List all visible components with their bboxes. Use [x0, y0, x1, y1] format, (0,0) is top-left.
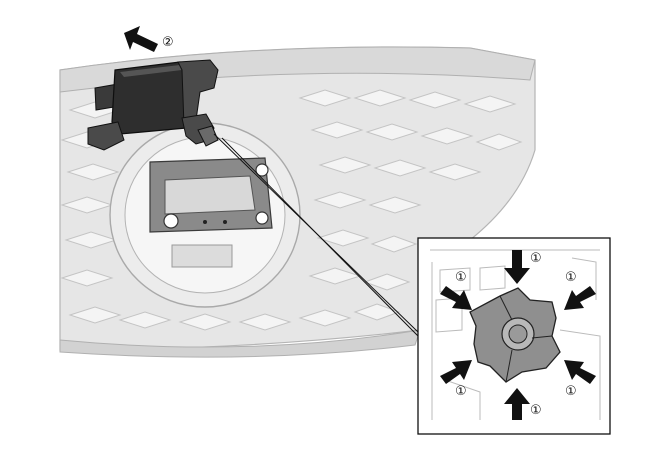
pull-arrow-icon — [124, 26, 158, 52]
press-arrow-upper-right-icon — [564, 286, 596, 310]
radar-module — [87, 59, 219, 151]
press-arrow-upper-left-icon — [440, 286, 472, 310]
press-arrow-lower-left-icon — [440, 360, 472, 384]
callout-leader-lines — [213, 133, 419, 337]
press-arrow-lower-right-icon — [564, 360, 596, 384]
press-arrow-top-icon — [504, 250, 530, 284]
step1-label-bottom: ① — [530, 403, 542, 418]
press-arrow-bottom-icon — [504, 388, 530, 420]
retaining-clip — [469, 287, 561, 383]
step2-label: ② — [162, 35, 174, 50]
step1-label-lower-right: ① — [565, 384, 577, 399]
callout-background — [430, 249, 601, 420]
step1-label-upper-left: ① — [455, 270, 467, 285]
step1-label-lower-left: ① — [455, 384, 467, 399]
step1-label-top: ① — [530, 251, 542, 266]
mounting-bracket — [149, 157, 273, 268]
step1-label-upper-right: ① — [565, 270, 577, 285]
detail-callout: ① ① ① ① ① ① — [417, 237, 611, 435]
